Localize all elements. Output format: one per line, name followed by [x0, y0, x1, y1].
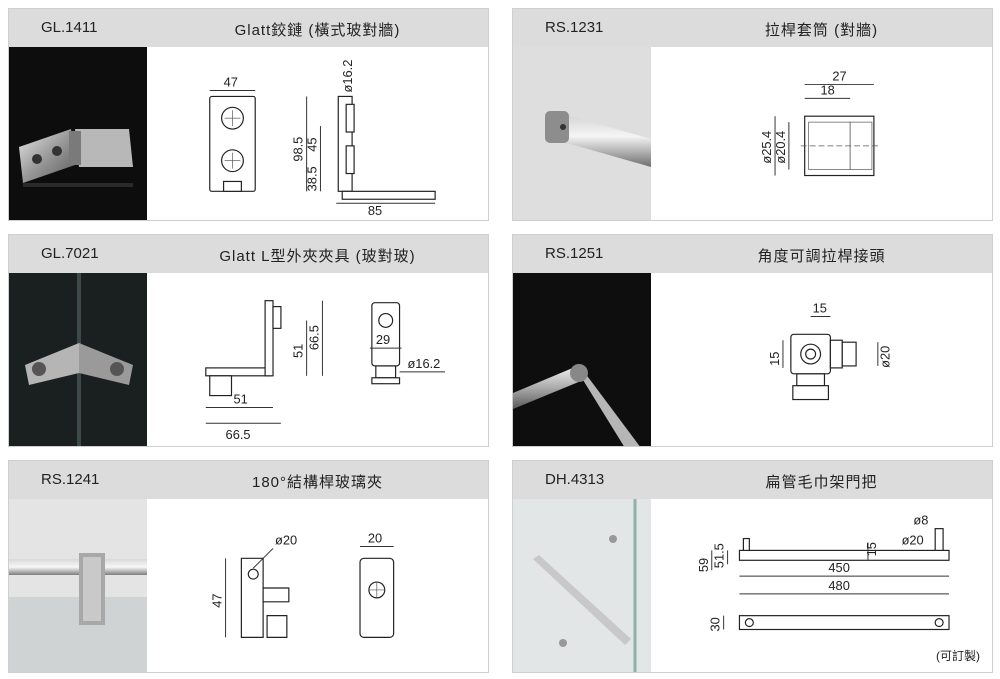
- dim-screw-diameter: ø8: [913, 513, 928, 528]
- drawing-svg: 47 85 98.5 45 38.5 ø16.2: [209, 60, 436, 218]
- dim-diameter: ø16.2: [407, 356, 440, 371]
- clamp-photo-image: [9, 273, 147, 446]
- dim-offset: 38.5: [305, 166, 320, 191]
- dim-offset-x: 15: [813, 301, 827, 316]
- dim-width: 29: [376, 332, 390, 347]
- dim-spacing: 45: [305, 137, 320, 151]
- dim-outer-diameter: ø25.4: [759, 131, 774, 164]
- product-card-rs1251: RS.1251 角度可調拉桿接頭 15 15: [512, 234, 993, 447]
- dim-post-height: 51.5: [712, 543, 727, 568]
- dim-offset: 15: [864, 542, 879, 556]
- dim-overall-length: 480: [828, 578, 849, 593]
- technical-drawing: 51 66.5 66.5 51 29 ø16.2: [147, 273, 488, 446]
- dim-offset-y: 15: [767, 352, 782, 366]
- product-card-gl1411: GL.1411 Glatt鉸鏈 (橫式玻對牆): [8, 8, 489, 221]
- towel-bar-photo-image: [513, 499, 651, 672]
- product-title: Glatt L型外夾夾具 (玻對玻): [219, 248, 416, 265]
- dim-inner-length: 18: [821, 82, 835, 97]
- product-title: 角度可調拉桿接頭: [757, 248, 886, 265]
- technical-drawing: 27 18 ø25.4 ø20.4: [651, 47, 992, 220]
- card-header: RS.1241 180°結構桿玻璃夾: [9, 461, 488, 499]
- product-photo: [9, 499, 147, 672]
- product-title: Glatt鉸鏈 (橫式玻對牆): [234, 22, 401, 39]
- dim-rod-diameter: ø20: [275, 532, 297, 547]
- product-code: RS.1241: [41, 471, 100, 488]
- card-header: GL.1411 Glatt鉸鏈 (橫式玻對牆): [9, 9, 488, 47]
- product-card-dh4313: DH.4313 扁管毛巾架門把 59 51.5 15 ø8 ø20 450: [512, 460, 993, 673]
- glass-clamp-photo-image: [9, 499, 147, 672]
- dim-depth: 85: [368, 203, 382, 218]
- dim-total-height: 59: [696, 558, 711, 572]
- product-code: RS.1231: [545, 19, 604, 36]
- product-code: DH.4313: [545, 471, 605, 488]
- product-card-gl7021: GL.7021 Glatt L型外夾夾具 (玻對玻) 51 66.5 66.5 …: [8, 234, 489, 447]
- card-header: RS.1251 角度可調拉桿接頭: [513, 235, 992, 273]
- product-card-rs1241: RS.1241 180°結構桿玻璃夾 ø20 47: [8, 460, 489, 673]
- product-photo: [513, 273, 651, 446]
- dim-width: 20: [368, 530, 382, 545]
- product-photo: [9, 47, 147, 220]
- custom-order-note: (可訂製): [936, 649, 980, 663]
- product-code: GL.7021: [41, 245, 99, 262]
- dim-length: 27: [832, 69, 846, 84]
- dim-height: 98.5: [291, 137, 306, 162]
- product-title: 拉桿套筒 (對牆): [764, 22, 879, 39]
- dim-diameter: ø16.2: [340, 60, 355, 93]
- dim-width: 47: [224, 75, 238, 90]
- technical-drawing: 59 51.5 15 ø8 ø20 450 480 30: [651, 499, 992, 672]
- dim-height: 66.5: [306, 325, 321, 350]
- dim-base: 51: [233, 391, 247, 406]
- drawing-svg: 15 15 ø20: [767, 301, 893, 401]
- product-photo: [513, 47, 651, 220]
- hinge-photo-image: [19, 129, 133, 187]
- dim-height-inner: 51: [291, 344, 306, 358]
- drawing-svg: 27 18 ø25.4 ø20.4: [759, 69, 880, 177]
- dim-height: 47: [210, 593, 225, 607]
- dim-base-total: 66.5: [226, 427, 251, 442]
- drawing-svg: ø20 47 20: [210, 530, 395, 638]
- product-code: GL.1411: [41, 19, 98, 36]
- card-header: GL.7021 Glatt L型外夾夾具 (玻對玻): [9, 235, 488, 273]
- product-code: RS.1251: [545, 245, 604, 262]
- product-title: 180°結構桿玻璃夾: [251, 474, 384, 491]
- product-photo: [513, 499, 651, 672]
- sleeve-photo-image: [513, 47, 651, 220]
- drawing-svg: 59 51.5 15 ø8 ø20 450 480 30: [696, 513, 950, 631]
- product-title: 扁管毛巾架門把: [765, 474, 878, 491]
- card-header: DH.4313 扁管毛巾架門把: [513, 461, 992, 499]
- technical-drawing: 15 15 ø20: [651, 273, 992, 446]
- product-photo: [9, 273, 147, 446]
- dim-bar-width: 30: [708, 617, 723, 631]
- dim-inner-diameter: ø20.4: [773, 131, 788, 164]
- technical-drawing: 47 85 98.5 45 38.5 ø16.2: [147, 47, 488, 220]
- product-card-rs1231: RS.1231 拉桿套筒 (對牆) 27 18: [512, 8, 993, 221]
- technical-drawing: ø20 47 20: [147, 499, 488, 672]
- joint-photo-image: [513, 364, 640, 446]
- dim-diameter: ø20: [878, 346, 893, 368]
- card-header: RS.1231 拉桿套筒 (對牆): [513, 9, 992, 47]
- dim-post-diameter: ø20: [902, 532, 924, 547]
- dim-center-distance: 450: [828, 560, 849, 575]
- drawing-svg: 51 66.5 66.5 51 29 ø16.2: [205, 300, 446, 442]
